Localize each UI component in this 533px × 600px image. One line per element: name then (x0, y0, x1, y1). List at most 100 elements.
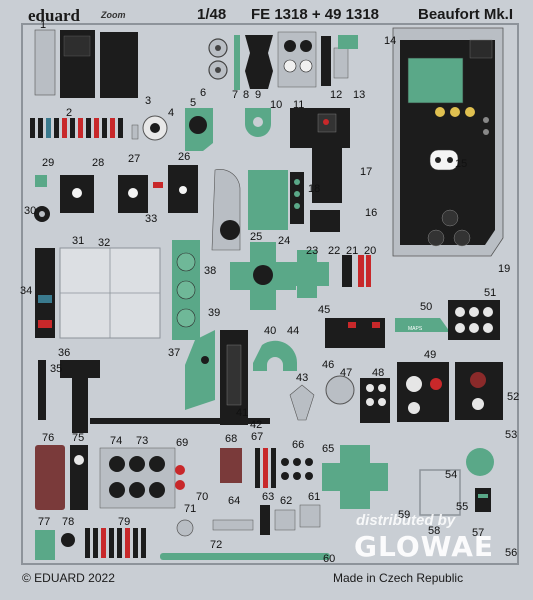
part-number: 60 (323, 553, 335, 565)
made-in-text: Made in Czech Republic (333, 571, 464, 585)
part-number: 74 (110, 435, 122, 447)
part-8 (245, 35, 273, 89)
part-number: 16 (365, 207, 377, 219)
part-number: 21 (346, 245, 358, 257)
part-12 (333, 47, 349, 79)
part-number: 8 (243, 89, 249, 101)
part-47 (325, 375, 355, 405)
part-35 (38, 360, 46, 420)
part-7 (234, 35, 240, 90)
part-number: 64 (228, 495, 240, 507)
maps-label: MAPS (408, 326, 423, 332)
part-number: 46 (322, 359, 334, 371)
part-26 (153, 165, 198, 213)
part-66 (281, 458, 313, 480)
part-number: 15 (455, 158, 467, 170)
part-number: 50 (420, 301, 432, 313)
part-number: 34 (20, 285, 32, 297)
part-number: 58 (428, 525, 440, 537)
part-number: 18 (308, 183, 320, 195)
part-number: 66 (292, 439, 304, 451)
part-number: 54 (445, 469, 457, 481)
part-28 (60, 175, 94, 213)
part-79 (85, 528, 146, 558)
part-number: 12 (330, 89, 342, 101)
fret-frame (21, 23, 519, 565)
part-number: 62 (280, 495, 292, 507)
part-number: 7 (232, 89, 238, 101)
part-77 (35, 530, 55, 560)
brand-logo: eduard (28, 6, 80, 25)
part-42 (90, 418, 270, 424)
part-number: 11 (293, 99, 304, 111)
part-14 (392, 27, 504, 257)
part-72 (160, 553, 330, 560)
part-number: 61 (308, 491, 320, 503)
part-number: 75 (72, 432, 84, 444)
part-3 (131, 124, 139, 140)
part-number: 65 (322, 443, 334, 455)
part-6 (208, 38, 228, 80)
part-number: 45 (318, 304, 330, 316)
part-43 (289, 384, 315, 421)
part-78 (61, 533, 75, 547)
part-number: 42 (250, 419, 262, 431)
part-16 (310, 210, 340, 232)
product-code: FE 1318 + 49 1318 (251, 6, 380, 23)
part-number: 47 (340, 367, 352, 379)
part-10 (321, 36, 331, 86)
part-38 (172, 240, 200, 340)
part-48 (360, 378, 390, 423)
part-number: 48 (372, 367, 384, 379)
part-number: 78 (62, 516, 74, 528)
part-62 (274, 509, 296, 531)
part-number: 29 (42, 157, 54, 169)
part-number: 4 (168, 107, 174, 119)
part-number: 17 (360, 166, 372, 178)
part-number: 53 (505, 429, 517, 441)
part-68 (220, 448, 242, 483)
part-40 (253, 340, 298, 371)
part-number: 37 (168, 347, 180, 359)
part-25 (248, 170, 288, 230)
part-45 (325, 318, 385, 348)
part-65 (322, 445, 388, 509)
part-number: 55 (456, 501, 468, 513)
part-number: 3 (145, 95, 151, 107)
part-number: 33 (145, 213, 157, 225)
part-number: 44 (287, 325, 299, 337)
part-number: 32 (98, 237, 110, 249)
part-13 (338, 35, 358, 49)
part-9 (277, 31, 317, 88)
part-number: 30 (24, 205, 36, 217)
part-32 (59, 247, 161, 339)
part-15 (429, 149, 459, 171)
model-title: Beaufort Mk.I (418, 6, 514, 23)
part-55 (475, 488, 491, 512)
part-number: 59 (398, 509, 410, 521)
scale-label: 1/48 (197, 6, 227, 23)
part-number: 69 (176, 437, 188, 449)
part-number: 22 (328, 245, 340, 257)
part-number: 6 (200, 87, 206, 99)
part-number: 70 (196, 491, 208, 503)
part-54 (419, 469, 461, 516)
part-64 (212, 519, 254, 531)
part-number: 24 (278, 235, 290, 247)
part-53 (466, 448, 494, 476)
part-74 (99, 447, 176, 509)
part-33 (118, 175, 148, 213)
part-69 (175, 465, 185, 475)
part-63 (260, 505, 270, 535)
part-21 (358, 255, 364, 287)
part-number: 71 (184, 503, 196, 515)
part-61 (299, 504, 321, 528)
part-30 (34, 206, 50, 222)
part-44 (285, 250, 329, 298)
part-number: 14 (384, 35, 396, 47)
part-number: 26 (178, 151, 190, 163)
part-number: 73 (136, 435, 148, 447)
part-number: 40 (264, 325, 276, 337)
part-number: 49 (424, 349, 436, 361)
part-number: 1 (40, 19, 46, 31)
